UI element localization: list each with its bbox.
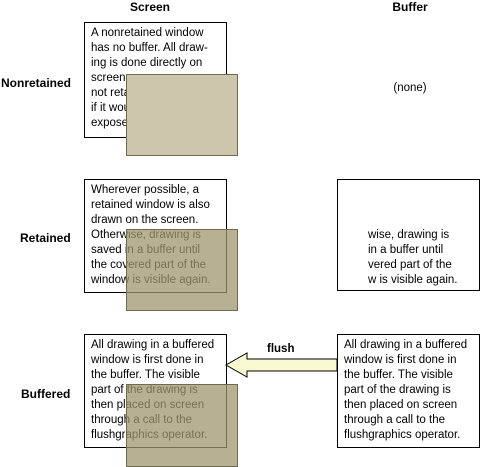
buffered-row-label: Buffered <box>21 387 71 401</box>
buffered-buffer-window: All drawing in a buffered window is firs… <box>337 334 480 448</box>
text-line: screen <box>91 72 126 84</box>
flush-label: flush <box>267 343 295 355</box>
buffer-saved-text: wise, drawing is in a buffer until vered… <box>368 228 461 288</box>
text-line: has no buffer. All draw- <box>91 42 208 54</box>
text-line: All drawing in a buffered <box>91 339 215 351</box>
nonretained-row-label: Nonretained <box>1 76 72 90</box>
text-line: part of the drawing is <box>344 384 451 396</box>
screen-column-heading: Screen <box>129 0 171 14</box>
text-line: wise, drawing is <box>368 229 450 241</box>
text-line: expose <box>91 117 129 129</box>
nonretained-overlapping-window <box>126 74 238 156</box>
text-line: All drawing in a buffered <box>344 339 468 351</box>
text-line: in a buffer until <box>368 244 444 256</box>
text-line: window is first done in <box>344 354 457 366</box>
text-line: flushgraphics operator. <box>344 429 461 441</box>
text-line: then placed on screen <box>344 399 458 411</box>
text-line: drawn on the screen. <box>91 214 199 226</box>
retained-row-label: Retained <box>20 231 71 245</box>
text-line: window is first done in <box>91 354 204 366</box>
retained-overlapping-window <box>126 229 238 311</box>
text-line: through a call to the <box>344 414 446 426</box>
text-line: ing is done directly on <box>91 57 203 69</box>
buffered-overlapping-window <box>126 384 238 467</box>
text-line: the buffer. The visible <box>91 369 200 381</box>
flush-arrow-icon <box>225 352 338 378</box>
text-line: vered part of the <box>368 259 452 271</box>
text-line: A nonretained window <box>91 27 204 39</box>
text-line: the buffer. The visible <box>344 369 453 381</box>
text-line: Wherever possible, a <box>91 184 200 196</box>
buffer-column-heading: Buffer <box>392 0 428 14</box>
buffer-saved-region: wise, drawing is in a buffer until vered… <box>368 228 479 288</box>
text-line: retained window is also <box>91 199 210 211</box>
text-line: w is visible again. <box>368 274 458 286</box>
nonretained-buffer-none: (none) <box>393 82 427 94</box>
retained-buffer-window: wise, drawing is in a buffer until vered… <box>337 179 480 291</box>
